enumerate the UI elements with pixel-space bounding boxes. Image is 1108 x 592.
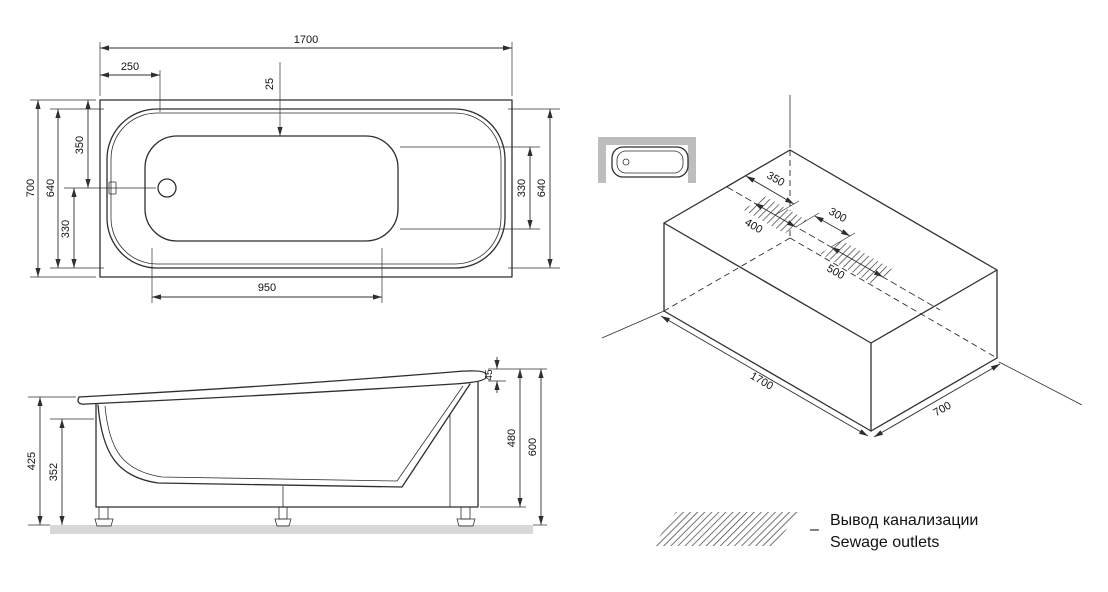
floor-line-right (998, 361, 1083, 406)
shell-outline (97, 383, 471, 488)
dim-side-height-left: 425 (26, 396, 76, 526)
dim-top-rim-gap-label: 25 (264, 78, 276, 90)
dim-side-rim-lip: 45 (484, 357, 547, 393)
dim-top-inner-width-left-label: 640 (45, 179, 57, 197)
rim-profile (77, 370, 487, 405)
drain-axis-line (726, 186, 941, 311)
dim-top-inner-width-right-label: 640 (536, 179, 548, 197)
thumb-basin-outline (616, 150, 684, 174)
drain-circle (157, 178, 177, 198)
dim-top-drain-bottom-label: 330 (60, 220, 72, 238)
leg-middle (274, 506, 292, 527)
legend-label-ru: Вывод канализации (830, 512, 978, 529)
dim-side-shell-height: 480 (480, 369, 526, 508)
top-view: 1700 250 25 700 640 350 (25, 34, 560, 303)
thumb-drain-circle (622, 158, 630, 166)
dim-side-rim-lip-label: 45 (484, 369, 495, 381)
legend-label-en: Sewage outlets (830, 534, 939, 551)
dim-side-inner-height-label: 352 (48, 463, 60, 481)
dim-iso-outlet-gap-label: 300 (827, 206, 849, 226)
dim-top-basin-length-label: 950 (258, 282, 276, 294)
dim-top-inner-width-right: 640 (508, 108, 560, 269)
thumbnail-view (598, 137, 696, 183)
dim-iso-outlet-gap: 300 (795, 206, 856, 248)
dim-iso-width: 700 (873, 363, 1001, 438)
dim-iso-outlet-offset-label: 350 (765, 170, 787, 190)
dim-side-total-height-label: 600 (527, 438, 539, 456)
tub-rim-outline (106, 108, 506, 269)
dim-top-length-label: 1700 (294, 34, 318, 46)
isometric-view: 400 500 350 300 1700 700 (601, 95, 1083, 438)
box-edge-bottom-front-left (663, 310, 872, 432)
dim-side-total-height: 600 (527, 369, 547, 526)
box-hidden-bottom-left (663, 237, 791, 312)
dim-side-height-left-label: 425 (26, 452, 38, 470)
dim-top-left-offset-label: 250 (121, 61, 139, 73)
legend-hatch-swatch (653, 512, 798, 546)
legend: – Вывод канализации Sewage outlets (653, 512, 978, 551)
box-hidden-bottom-right (789, 237, 998, 359)
dim-top-inner-width-left: 640 (45, 108, 104, 269)
dim-top-width-label: 700 (25, 179, 37, 197)
dim-top-basin-width: 330 (400, 146, 540, 230)
outlet-large-extent-arrows (830, 246, 884, 278)
dim-side-inner-height: 352 (48, 418, 94, 525)
dim-iso-width-label: 700 (932, 400, 954, 420)
dim-iso-length: 1700 (660, 315, 869, 437)
dim-top-width: 700 (25, 99, 96, 278)
shell-inner-line (104, 385, 464, 482)
wall-frame (598, 137, 696, 183)
floor-line-left (601, 310, 665, 339)
leg-left (94, 506, 114, 527)
dim-top-rim-gap: 25 (264, 62, 283, 136)
dim-top-basin-length: 950 (151, 248, 383, 303)
dim-top-drain-top: 350 (64, 100, 156, 189)
dim-top-drain-bottom: 330 (60, 188, 77, 268)
side-view: 425 352 45 480 600 (26, 357, 547, 534)
dim-top-left-offset: 250 (100, 61, 161, 112)
tub-rim-inner-outline (110, 112, 502, 265)
tub-outer-rect (99, 99, 513, 278)
thumb-tub-outline (611, 146, 689, 178)
leg-right (456, 506, 476, 527)
ground-band (50, 525, 533, 534)
box-edge-bottom-front-right (870, 357, 998, 432)
dim-top-basin-width-label: 330 (516, 179, 528, 197)
dim-side-shell-height-label: 480 (506, 429, 518, 447)
dim-top-length: 1700 (99, 34, 513, 96)
dim-top-drain-top-label: 350 (74, 136, 86, 154)
basin-outline (144, 135, 399, 242)
legend-dash: – (810, 521, 819, 538)
